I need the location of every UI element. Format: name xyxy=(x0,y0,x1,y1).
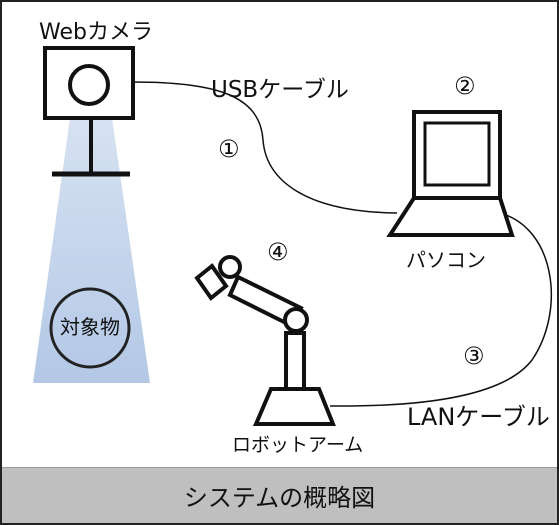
robot-arm-label: ロボットアーム xyxy=(232,434,364,456)
camera-view-cone xyxy=(33,118,150,383)
laptop-icon xyxy=(386,110,515,237)
lan-cable-line xyxy=(329,212,553,407)
usb-cable-line xyxy=(132,81,398,214)
webcam-icon xyxy=(43,46,135,177)
diagram-caption: システムの概略図 xyxy=(183,484,376,512)
caption-bar: システムの概略図 xyxy=(2,467,557,523)
robot-arm-icon xyxy=(194,255,336,426)
marker-4: ④ xyxy=(267,238,289,266)
marker-3: ③ xyxy=(463,342,485,370)
target-object-icon xyxy=(49,287,131,369)
marker-2: ② xyxy=(454,72,476,100)
usb-cable-label: USBケーブル xyxy=(211,77,349,103)
pc-label: パソコン xyxy=(406,248,486,272)
lan-cable-label: LANケーブル xyxy=(407,403,550,431)
target-object-label: 対象物 xyxy=(60,315,120,339)
webcam-label: Webカメラ xyxy=(39,20,153,45)
marker-1: ① xyxy=(218,135,240,163)
